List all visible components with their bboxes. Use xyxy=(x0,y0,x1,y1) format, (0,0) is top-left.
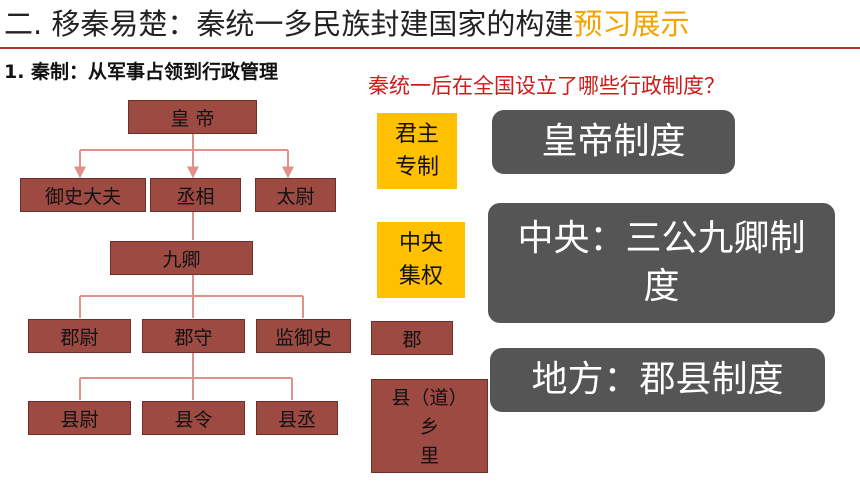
org-township: 乡 xyxy=(419,416,439,438)
section-subtitle: 1. 秦制：从军事占领到行政管理 xyxy=(4,61,279,83)
org-chengxiang: 丞相 xyxy=(150,178,241,212)
org-county: 县（道） xyxy=(391,387,468,409)
org-county-stack: 县（道） 乡 里 xyxy=(371,379,488,473)
page-title: 二. 移秦易楚：秦统一多民族封建国家的构建预习展示 xyxy=(4,2,689,46)
org-jiuqing: 九卿 xyxy=(110,241,253,275)
org-xianling: 县令 xyxy=(142,401,245,435)
question-text: 秦统一后在全国设立了哪些行政制度？ xyxy=(368,74,725,98)
label-centralization: 中央集权 xyxy=(377,222,465,298)
org-junshou: 郡守 xyxy=(142,319,245,353)
label-monarchy: 君主专制 xyxy=(377,113,457,189)
org-village: 里 xyxy=(419,445,439,467)
org-jianyushi: 监御史 xyxy=(256,319,351,353)
title-divider xyxy=(0,47,860,49)
org-xianwei: 县尉 xyxy=(28,401,131,435)
org-taiwei: 太尉 xyxy=(255,178,336,212)
org-junwei: 郡尉 xyxy=(28,319,131,353)
title-main: 二. 移秦易楚：秦统一多民族封建国家的构建 xyxy=(4,7,574,41)
answer-central-system: 中央：三公九卿制度 xyxy=(488,203,835,323)
org-xiancheng: 县丞 xyxy=(256,401,338,435)
answer-local-system: 地方：郡县制度 xyxy=(490,348,825,412)
org-emperor: 皇 帝 xyxy=(128,100,257,134)
org-commandery: 郡 xyxy=(371,321,453,355)
title-highlight: 预习展示 xyxy=(573,7,690,41)
org-yushidafu: 御史大夫 xyxy=(20,178,146,212)
answer-emperor-system: 皇帝制度 xyxy=(492,110,735,174)
